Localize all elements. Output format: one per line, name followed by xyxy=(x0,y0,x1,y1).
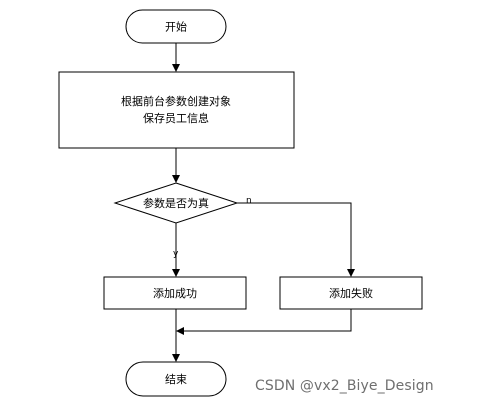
success-label: 添加成功 xyxy=(153,286,197,300)
fail-node: 添加失败 xyxy=(279,276,423,310)
connector-decision-fail xyxy=(237,202,355,277)
decision-node: 参数是否为真 xyxy=(113,182,239,224)
success-shape xyxy=(103,276,247,310)
end-shape xyxy=(125,361,227,397)
fail-shape xyxy=(279,276,423,310)
connector-fail-merge xyxy=(176,309,352,335)
decision-label: 参数是否为真 xyxy=(143,196,209,210)
end-node: 结束 xyxy=(125,361,227,397)
process-shape xyxy=(58,71,295,149)
no-label: n xyxy=(246,196,252,206)
yes-label: y xyxy=(173,249,179,259)
end-label: 结束 xyxy=(165,373,187,386)
start-label: 开始 xyxy=(165,20,187,34)
process-label-line1: 根据前台参数创建对象 xyxy=(121,94,231,108)
start-node: 开始 xyxy=(125,9,227,44)
process-label-line2: 保存员工信息 xyxy=(143,111,209,125)
process-node: 根据前台参数创建对象 保存员工信息 xyxy=(58,71,295,149)
watermark: CSDN @vx2_Biye_Design xyxy=(255,378,434,394)
success-node: 添加成功 xyxy=(103,276,247,310)
fail-label: 添加失败 xyxy=(329,286,373,300)
